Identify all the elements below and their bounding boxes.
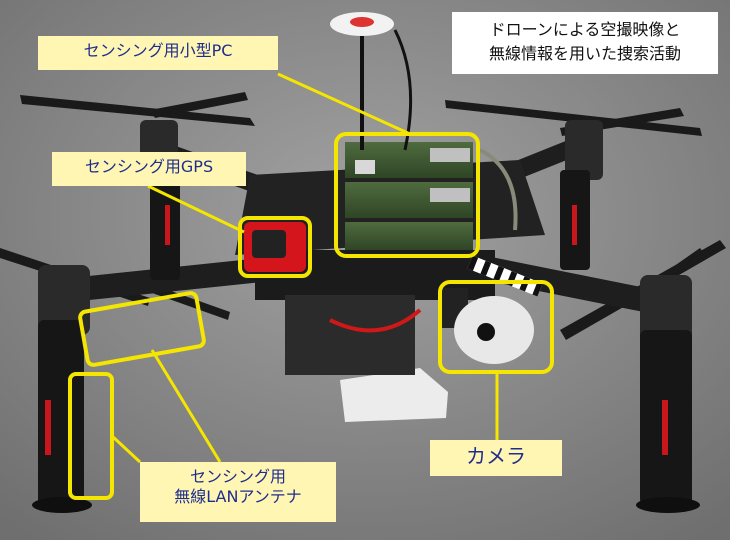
- caption-line-2: 無線情報を用いた捜索活動: [488, 44, 681, 63]
- caption-box: ドローンによる空撮映像と 無線情報を用いた捜索活動: [452, 12, 718, 74]
- label-antenna-line-2: 無線LANアンテナ: [174, 487, 302, 506]
- sensing-pc-boards: [345, 142, 473, 250]
- label-sensing-pc: センシング用小型PC: [38, 36, 278, 70]
- label-antenna: センシング用 無線LANアンテナ: [140, 462, 336, 522]
- camera-body: [440, 288, 534, 364]
- label-camera: カメラ: [430, 440, 562, 476]
- ground-mark: [340, 368, 448, 422]
- cables: [329, 148, 543, 333]
- highlight-gps: [238, 216, 312, 278]
- leg-accents: [45, 205, 668, 455]
- highlight-antenna-top: [78, 291, 206, 367]
- leader-lines: [110, 72, 499, 464]
- label-antenna-line-1: センシング用: [189, 467, 286, 486]
- caption-line-1: ドローンによる空撮映像と: [489, 20, 681, 39]
- label-sensing-gps: センシング用GPS: [52, 152, 246, 186]
- gps-module: [244, 222, 306, 272]
